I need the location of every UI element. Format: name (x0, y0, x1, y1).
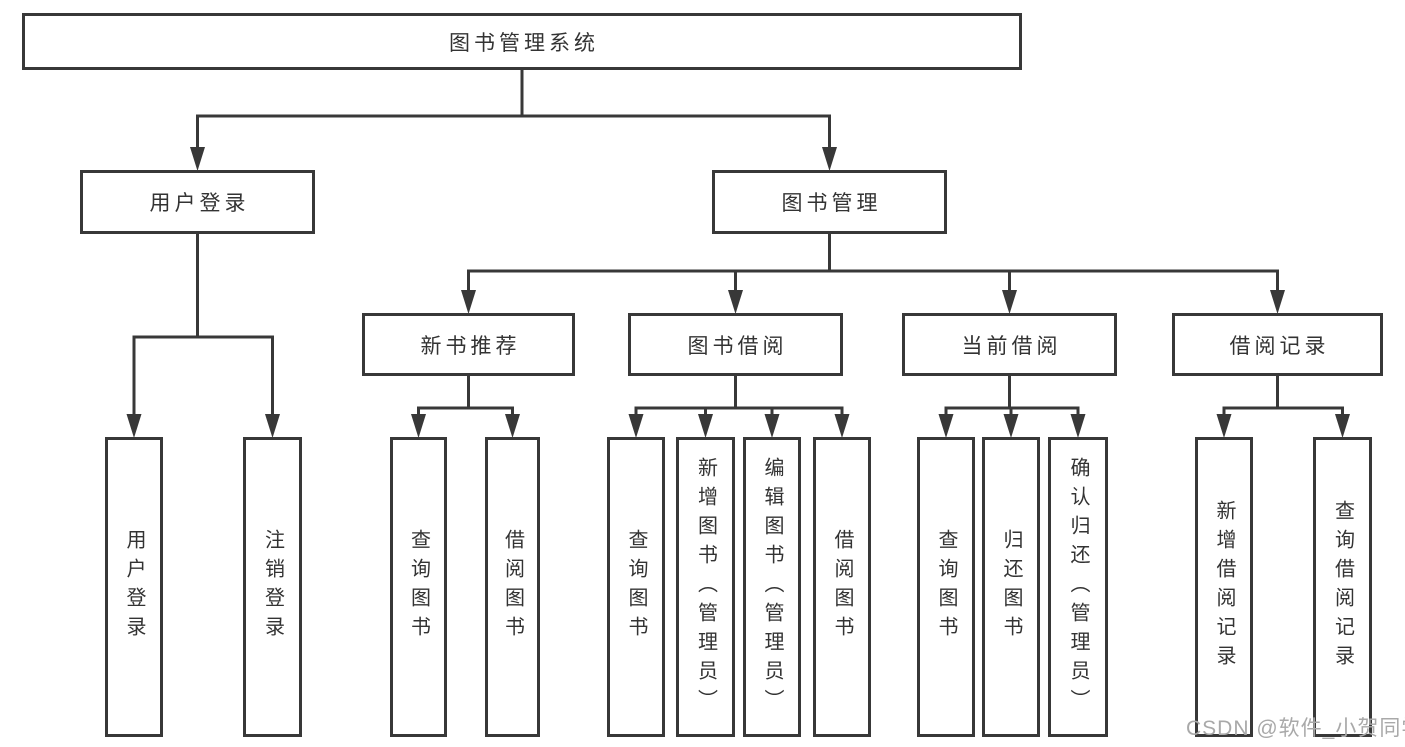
node-label: 借阅图书 (501, 529, 524, 645)
arrowhead-icon (265, 414, 280, 438)
arrowhead-icon (126, 414, 142, 438)
arrowhead-icon (411, 414, 426, 438)
node-logout: 注销登录 (243, 437, 302, 737)
arrowhead-icon (1270, 290, 1285, 314)
node-label: 当前借阅 (961, 334, 1062, 358)
node-new-book: 新书推荐 (362, 313, 575, 376)
node-label: 查询图书 (935, 529, 957, 645)
node-label: 图书借阅 (687, 334, 788, 358)
node-bb-edit: 编辑图书（管理员） (743, 437, 801, 737)
node-current-borrow: 当前借阅 (902, 313, 1117, 376)
node-cb-query: 查询图书 (917, 437, 975, 737)
arrowhead-icon (1216, 414, 1232, 438)
node-cb-confirm: 确认归还（管理员） (1048, 437, 1108, 737)
node-label: 查询图书 (407, 529, 430, 645)
arrowhead-icon (1070, 414, 1086, 438)
node-label: 归还图书 (1000, 529, 1022, 645)
node-root: 图书管理系统 (22, 13, 1022, 70)
node-bb-borrow: 借阅图书 (813, 437, 871, 737)
node-label: 图书管理系统 (449, 31, 599, 55)
node-bb-add: 新增图书（管理员） (676, 437, 735, 737)
arrowhead-icon (190, 147, 205, 171)
node-label: 借阅记录 (1229, 334, 1330, 358)
node-label: 编辑图书（管理员） (761, 456, 783, 718)
node-br-query: 查询借阅记录 (1313, 437, 1372, 737)
node-user-login: 用户登录 (80, 170, 315, 234)
node-label: 新增图书（管理员） (694, 456, 717, 718)
node-label: 借阅图书 (831, 529, 853, 645)
arrowhead-icon (698, 414, 713, 438)
node-label: 确认归还（管理员） (1067, 456, 1089, 718)
arrowhead-icon (628, 414, 644, 438)
arrowhead-icon (1003, 414, 1019, 438)
arrowhead-icon (728, 290, 743, 314)
watermark: CSDN @软件_小贺同学 (1186, 717, 1405, 740)
node-label: 查询图书 (625, 529, 647, 645)
node-nb-query: 查询图书 (390, 437, 447, 737)
arrowhead-icon (1335, 414, 1350, 438)
node-cb-return: 归还图书 (982, 437, 1040, 737)
arrowhead-icon (938, 414, 954, 438)
node-br-add: 新增借阅记录 (1195, 437, 1253, 737)
connector-path (132, 68, 1344, 419)
node-nb-borrow: 借阅图书 (485, 437, 540, 737)
arrowhead-icon (505, 414, 520, 438)
node-label: 新书推荐 (420, 334, 521, 358)
arrowhead-icon (461, 290, 476, 314)
node-borrow-record: 借阅记录 (1172, 313, 1383, 376)
node-book-borrow: 图书借阅 (628, 313, 843, 376)
node-label: 查询借阅记录 (1331, 500, 1354, 674)
node-login: 用户登录 (105, 437, 163, 737)
arrowhead-icon (822, 147, 837, 171)
node-label: 新增借阅记录 (1213, 500, 1235, 674)
node-book-mgmt: 图书管理 (712, 170, 947, 234)
node-bb-query: 查询图书 (607, 437, 665, 737)
node-label: 图书管理 (781, 192, 882, 215)
arrowhead-icon (834, 414, 850, 438)
node-label: 注销登录 (261, 529, 284, 645)
node-label: 用户登录 (123, 529, 145, 645)
arrowhead-icon (1002, 290, 1017, 314)
node-label: 用户登录 (149, 192, 250, 215)
arrowhead-icon (764, 414, 780, 438)
